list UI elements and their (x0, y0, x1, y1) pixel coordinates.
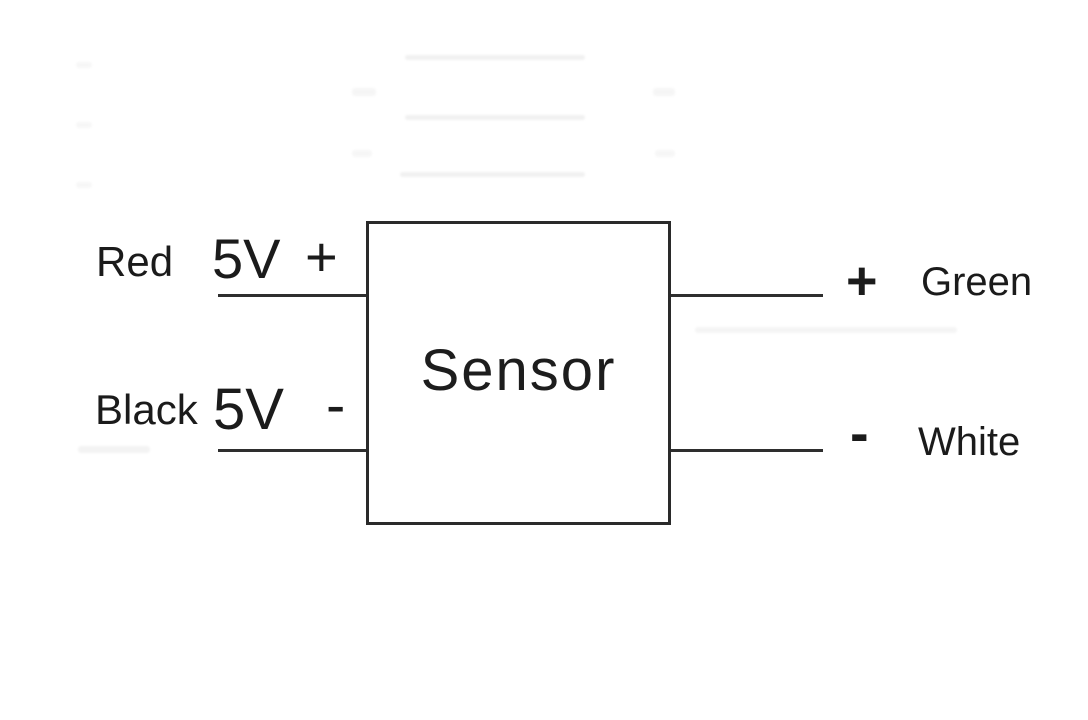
black-wire-polarity-sign: - (326, 373, 346, 438)
artifact-smudge (76, 122, 92, 128)
artifact-smudge (352, 150, 372, 157)
wire-black-line (218, 449, 366, 452)
artifact-smudge (78, 446, 150, 453)
artifact-smudge (76, 182, 92, 188)
white-wire-polarity-sign: - (850, 401, 869, 464)
red-wire-voltage-label: 5V (212, 227, 281, 290)
artifact-smudge (405, 115, 585, 120)
black-wire-label: Black (95, 386, 198, 433)
artifact-smudge (695, 327, 957, 333)
artifact-smudge (655, 150, 675, 157)
wire-white-line (671, 449, 823, 452)
red-wire-label: Red (96, 238, 174, 285)
sensor-label: Sensor (420, 338, 617, 403)
green-wire-polarity-sign: + (846, 251, 878, 311)
artifact-smudge (653, 88, 675, 96)
red-wire-polarity-sign: + (305, 225, 338, 288)
sensor-box: Sensor (366, 221, 671, 525)
wire-red-line (218, 294, 366, 297)
green-wire-label: Green (921, 260, 1033, 304)
artifact-smudge (76, 62, 92, 68)
artifact-smudge (405, 55, 585, 60)
white-wire-label: White (918, 420, 1021, 464)
wire-green-line (671, 294, 823, 297)
black-wire-voltage-label: 5V (213, 377, 284, 442)
artifact-smudge (352, 88, 376, 96)
artifact-smudge (400, 172, 585, 177)
